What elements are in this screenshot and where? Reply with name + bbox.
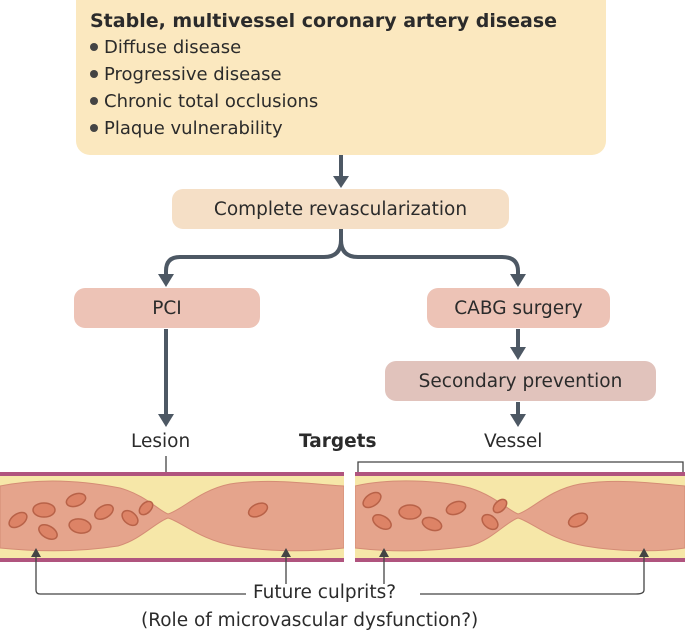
vessel-illustration-right [355, 472, 685, 562]
bullet-icon [90, 70, 98, 78]
arrow-cabg-to-secondary [510, 329, 526, 360]
microvascular-label: (Role of microvascular dysfunction?) [141, 610, 479, 631]
disease-feature-item: Progressive disease [90, 61, 606, 88]
arrow-secondary-to-vessel [510, 402, 526, 427]
bullet-icon [90, 97, 98, 105]
arrow-head-pci [158, 274, 174, 287]
future-culprits-arrowheads [31, 548, 649, 557]
disease-feature-item: Plaque vulnerability [90, 115, 606, 142]
bullet-icon [90, 43, 98, 51]
arrow-top-to-complete [333, 155, 349, 188]
arrow-head-cabg [510, 274, 526, 287]
lesion-label: Lesion [131, 431, 191, 452]
disease-feature-item: Chronic total occlusions [90, 88, 606, 115]
future-culprits-label: Future culprits? [253, 582, 397, 603]
cabg-surgery-node: CABG surgery [427, 288, 610, 328]
arrow-split-to-pci-cabg [164, 229, 520, 275]
secondary-prevention-node: Secondary prevention [385, 361, 656, 401]
disease-title: Stable, multivessel coronary artery dise… [90, 10, 558, 32]
disease-summary-box: Stable, multivessel coronary artery dise… [76, 0, 606, 155]
future-culprits-connectors [35, 556, 645, 595]
pci-node: PCI [74, 288, 260, 328]
arrow-pci-to-lesion [158, 329, 174, 427]
disease-feature-item: Diffuse disease [90, 34, 606, 61]
vessel-illustration-left [0, 472, 344, 562]
vessel-label: Vessel [484, 431, 543, 452]
complete-revascularization-node: Complete revascularization [172, 189, 509, 229]
targets-label: Targets [299, 431, 377, 452]
vessel-bracket [357, 461, 684, 474]
disease-features-list: Diffuse disease Progressive disease Chro… [90, 34, 606, 142]
bullet-icon [90, 124, 98, 132]
